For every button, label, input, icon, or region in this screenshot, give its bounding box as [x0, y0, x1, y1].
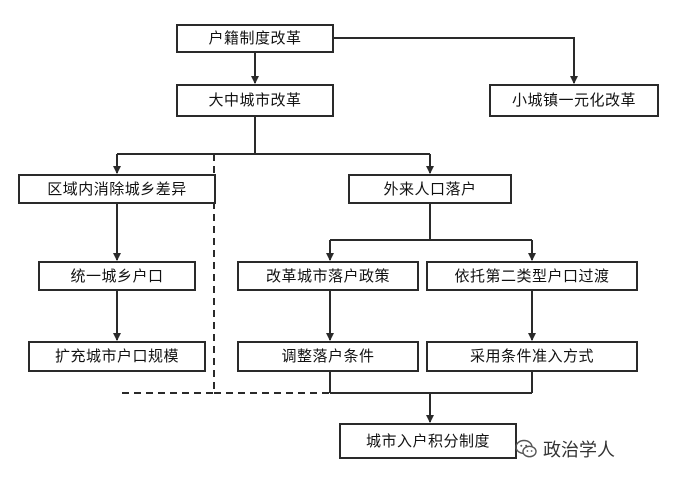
node-root: 户籍制度改革 — [176, 24, 334, 53]
watermark: 政治学人 — [515, 436, 615, 462]
dashed-group-boundary — [117, 154, 215, 394]
watermark-text: 政治学人 — [543, 440, 615, 461]
node-unify-household-registration: 统一城乡户口 — [38, 261, 196, 291]
node-reform-settlement-policy: 改革城市落户政策 — [237, 261, 419, 291]
node-large-medium-city-reform: 大中城市改革 — [176, 84, 334, 117]
wechat-icon — [515, 439, 537, 458]
node-adjust-settlement-conditions: 调整落户条件 — [237, 341, 419, 372]
node-eliminate-urban-rural-gap: 区域内消除城乡差异 — [18, 174, 216, 204]
node-migrant-settlement: 外来人口落户 — [348, 174, 512, 204]
edge-root-to-town — [334, 37, 578, 84]
node-points-system: 城市入户积分制度 — [339, 423, 517, 459]
node-expand-city-household-scale: 扩充城市户口规模 — [28, 341, 206, 372]
node-second-type-household-transition: 依托第二类型户口过渡 — [426, 261, 638, 291]
node-small-town-reform: 小城镇一元化改革 — [489, 84, 659, 117]
node-conditional-access: 采用条件准入方式 — [426, 341, 638, 372]
